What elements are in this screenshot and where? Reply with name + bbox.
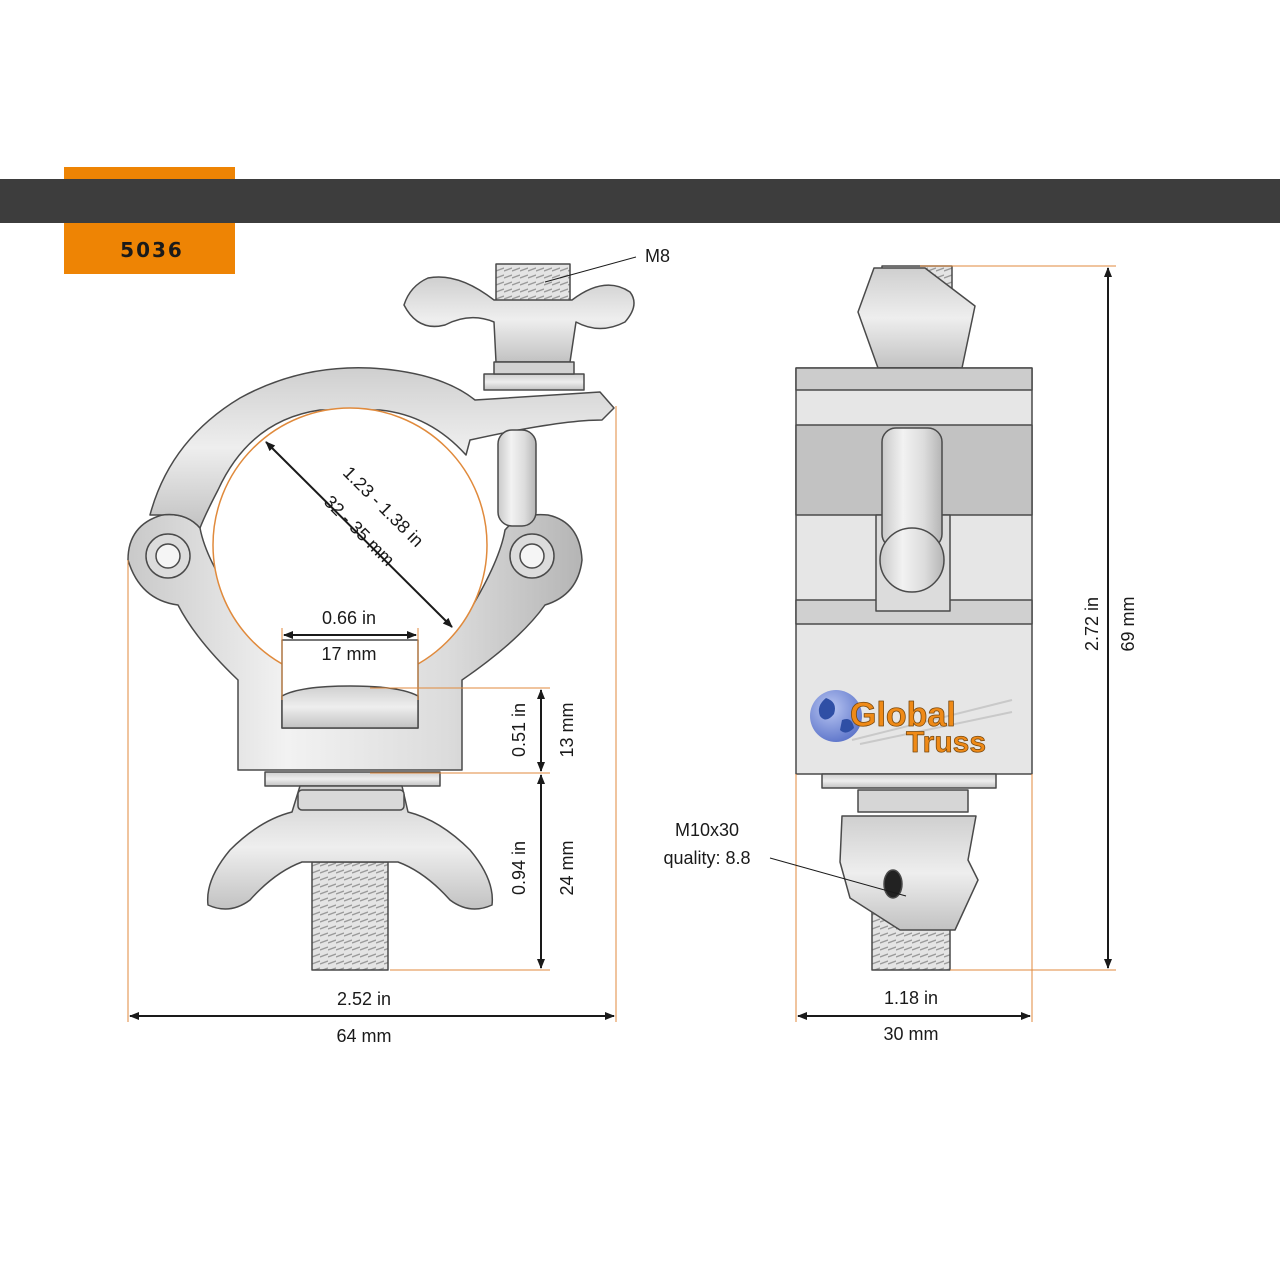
front-guides bbox=[127, 406, 617, 1022]
side-width-mm-label: 30 mm bbox=[883, 1024, 938, 1044]
side-dimensions bbox=[769, 267, 1112, 1020]
part-number: 5036 bbox=[120, 238, 184, 262]
side-lower-washer bbox=[821, 773, 997, 789]
global-truss-logo: Global Truss bbox=[810, 690, 1013, 759]
logo-word-truss: Truss bbox=[906, 726, 986, 759]
side-height-in-label: 2.72 in bbox=[1082, 597, 1102, 651]
bolt-length-in-label: 0.94 in bbox=[509, 841, 529, 895]
front-width-in-label: 2.52 in bbox=[337, 989, 391, 1009]
base-height-mm-label: 13 mm bbox=[557, 702, 577, 757]
m10-leader bbox=[769, 857, 907, 897]
slot-pad bbox=[281, 685, 419, 729]
slot-width-in-label: 0.66 in bbox=[322, 608, 376, 628]
m8-label: M8 bbox=[645, 246, 670, 266]
header-accent-top bbox=[64, 167, 235, 179]
part-number-tag bbox=[64, 223, 235, 274]
quality-label: quality: 8.8 bbox=[663, 848, 750, 868]
base-height-in-label: 0.51 in bbox=[509, 703, 529, 757]
lower-washer bbox=[264, 771, 441, 787]
m8-leader bbox=[544, 256, 637, 283]
side-lower-nut bbox=[839, 815, 979, 931]
side-guides bbox=[795, 265, 1116, 1022]
tube-diameter-arrow bbox=[265, 441, 453, 628]
logo-word-global: Global bbox=[850, 696, 956, 734]
side-height-mm-label: 69 mm bbox=[1118, 596, 1138, 651]
m10-label: M10x30 bbox=[675, 820, 739, 840]
header-bar bbox=[0, 179, 1280, 223]
lower-bolt-thread bbox=[311, 861, 389, 971]
side-labels: 2.72 in 69 mm M10x30 quality: 8.8 1.18 i… bbox=[663, 596, 1138, 1044]
bolt-length-mm-label: 24 mm bbox=[557, 840, 577, 895]
upper-wing-nut bbox=[403, 276, 635, 363]
front-dimensions bbox=[129, 256, 637, 1020]
side-width-in-label: 1.18 in bbox=[884, 988, 938, 1008]
front-width-mm-label: 64 mm bbox=[336, 1026, 391, 1046]
side-top-nut bbox=[857, 267, 976, 369]
side-view: Global Truss bbox=[795, 265, 1033, 971]
clamp-handle-rod bbox=[497, 429, 537, 527]
slot-width-mm-label: 17 mm bbox=[321, 644, 376, 664]
lower-wing-nut bbox=[206, 785, 494, 910]
upper-washer bbox=[483, 373, 585, 391]
side-handle-ball bbox=[879, 527, 945, 593]
